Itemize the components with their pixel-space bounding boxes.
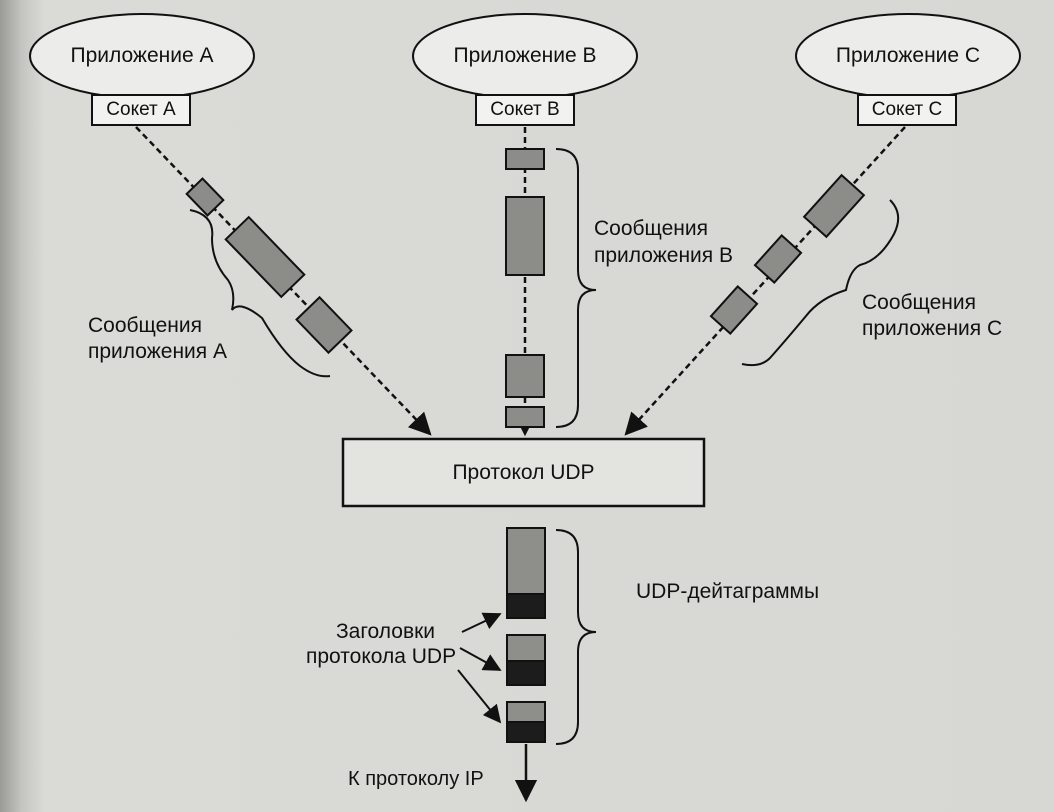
socket-b-label: Сокет В: [490, 99, 560, 120]
message-b-4: [505, 406, 545, 428]
brace-c: [741, 199, 900, 367]
message-c-1: [802, 173, 866, 239]
header-arrow-1: [461, 612, 502, 633]
brace-b: [555, 148, 597, 428]
socket-c-label: Сокет С: [871, 99, 943, 120]
socket-b-box: [475, 94, 575, 126]
arrow-c: [624, 126, 906, 436]
message-b-2: [505, 196, 545, 276]
headers-line1: Заголовки: [336, 620, 436, 643]
messages-b-line1: Сообщения: [594, 217, 708, 240]
datagram-1-body: [506, 527, 546, 595]
messages-a-line1: Сообщения: [88, 314, 202, 337]
udp-protocol-label: Протокол UDP: [452, 461, 595, 484]
header-arrow-2: [459, 647, 502, 671]
app-a-label: Приложение А: [70, 44, 214, 67]
message-b-3: [505, 354, 545, 398]
datagram-2-body: [506, 634, 546, 662]
socket-a-box: [91, 94, 191, 126]
headers-line2: протокола UDP: [306, 645, 457, 668]
brace-a: [189, 209, 331, 378]
datagrams-label: UDP-дейтаграммы: [636, 580, 820, 603]
messages-a-line2: приложения А: [88, 340, 227, 363]
datagram-3-header: [506, 721, 546, 743]
to-ip-label: К протоколу IP: [348, 768, 484, 790]
messages-c-line1: Сообщения: [862, 291, 976, 314]
app-b-label: Приложение В: [453, 44, 597, 67]
messages-c-line2: приложения С: [862, 317, 1003, 340]
messages-b-line2: приложения В: [594, 244, 733, 267]
socket-c-box: [857, 94, 957, 126]
message-a-1: [185, 177, 225, 217]
udp-protocol-box: [341, 437, 706, 508]
message-a-3: [295, 295, 353, 355]
message-c-3: [709, 285, 759, 335]
socket-a-label: Сокет А: [106, 99, 176, 120]
datagram-2-header: [506, 660, 546, 686]
datagram-3-body: [506, 701, 546, 723]
message-a-2: [224, 215, 306, 299]
message-c-2: [753, 234, 803, 284]
app-c-label: Приложение С: [835, 44, 981, 67]
message-b-1: [505, 148, 545, 170]
datagram-1-header: [506, 593, 546, 619]
brace-datagrams: [555, 529, 597, 745]
header-arrow-3: [457, 669, 502, 724]
